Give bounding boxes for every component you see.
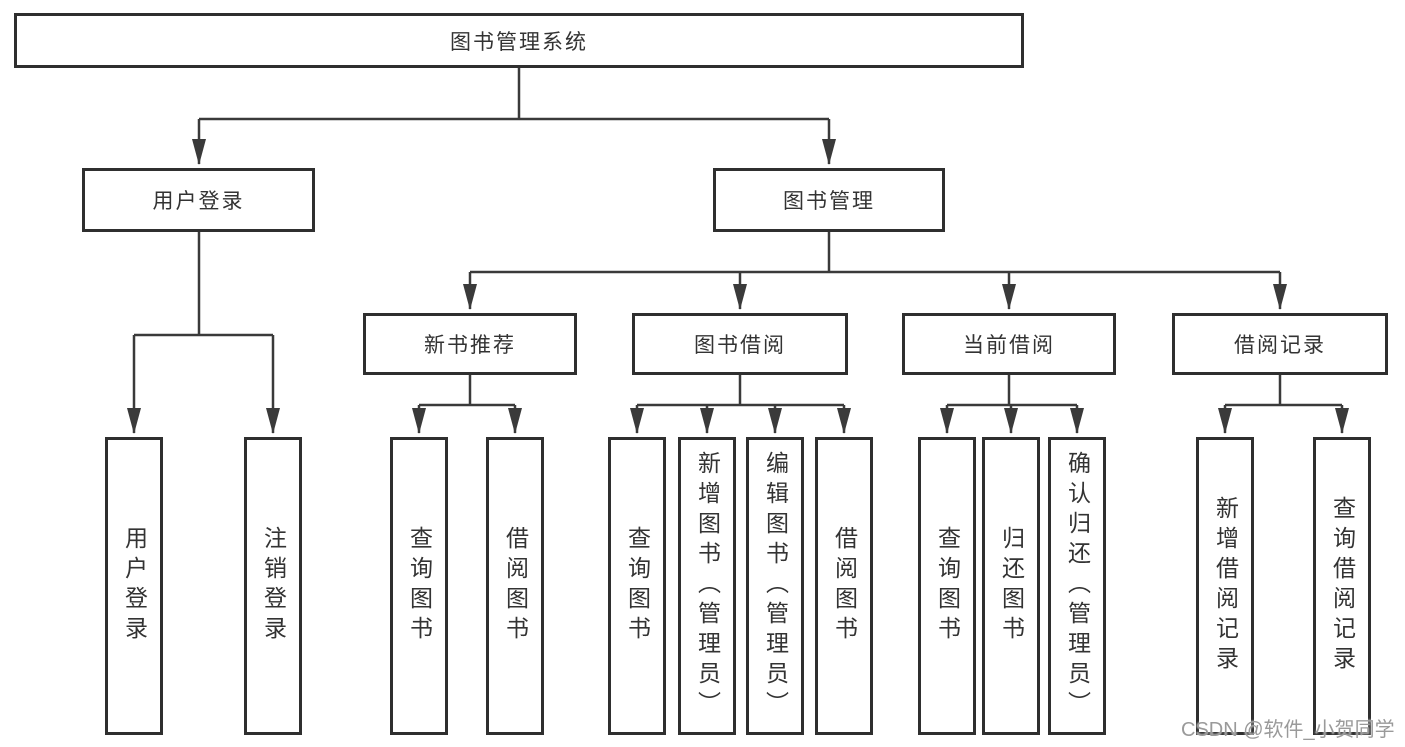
leaf-query-borrow-record: 查询借阅记录: [1313, 437, 1371, 735]
leaf-query-books-current: 查询图书: [918, 437, 976, 735]
leaf-label: 编辑图书（管理员）: [762, 451, 789, 721]
connector-book-management-to-level3: [463, 232, 1287, 310]
connector-borrow-records-to-leaves: [1218, 375, 1349, 434]
leaf-label: 借阅图书: [502, 526, 529, 646]
leaf-label: 归还图书: [998, 526, 1025, 646]
node-book-management: 图书管理: [713, 168, 945, 232]
node-root: 图书管理系统: [14, 13, 1024, 68]
leaf-query-books-borrow: 查询图书: [608, 437, 666, 735]
leaf-borrow-books-recommend: 借阅图书: [486, 437, 544, 735]
leaf-label: 借阅图书: [831, 526, 858, 646]
node-user-login-label: 用户登录: [152, 190, 245, 213]
leaf-user-login: 用户登录: [105, 437, 163, 735]
node-book-borrow: 图书借阅: [632, 313, 848, 375]
connector-current-borrow-to-leaves: [940, 375, 1084, 434]
leaf-label: 注销登录: [260, 526, 287, 646]
leaf-query-books-recommend: 查询图书: [390, 437, 448, 735]
leaf-logout: 注销登录: [244, 437, 302, 735]
connector-root-to-level2: [192, 68, 836, 165]
connector-user-login-to-leaves: [127, 232, 280, 434]
leaf-label: 新增图书（管理员）: [694, 451, 721, 721]
leaf-add-borrow-record: 新增借阅记录: [1196, 437, 1254, 735]
leaf-confirm-return-admin: 确认归还（管理员）: [1048, 437, 1106, 735]
watermark-text: CSDN @软件_小贺同学: [1181, 719, 1395, 741]
leaf-edit-books-admin: 编辑图书（管理员）: [746, 437, 804, 735]
node-current-borrow: 当前借阅: [902, 313, 1116, 375]
node-user-login: 用户登录: [82, 168, 315, 232]
leaf-return-books: 归还图书: [982, 437, 1040, 735]
leaf-label: 查询图书: [934, 526, 961, 646]
leaf-add-books-admin: 新增图书（管理员）: [678, 437, 736, 735]
node-new-book-recommend: 新书推荐: [363, 313, 577, 375]
leaf-label: 查询图书: [624, 526, 651, 646]
node-book-borrow-label: 图书借阅: [694, 334, 786, 357]
node-new-book-recommend-label: 新书推荐: [424, 334, 516, 357]
node-book-management-label: 图书管理: [783, 190, 875, 213]
node-root-label: 图书管理系统: [450, 30, 588, 54]
connector-book-borrow-to-leaves: [630, 375, 851, 434]
node-borrow-records-label: 借阅记录: [1234, 334, 1326, 357]
node-current-borrow-label: 当前借阅: [963, 334, 1055, 357]
leaf-label: 确认归还（管理员）: [1064, 451, 1091, 721]
leaf-label: 查询图书: [406, 526, 433, 646]
leaf-label: 用户登录: [121, 526, 148, 646]
connector-new-book-recommend-to-leaves: [412, 375, 522, 434]
node-borrow-records: 借阅记录: [1172, 313, 1388, 375]
leaf-label: 查询借阅记录: [1329, 496, 1356, 676]
leaf-borrow-books: 借阅图书: [815, 437, 873, 735]
leaf-label: 新增借阅记录: [1212, 496, 1239, 676]
